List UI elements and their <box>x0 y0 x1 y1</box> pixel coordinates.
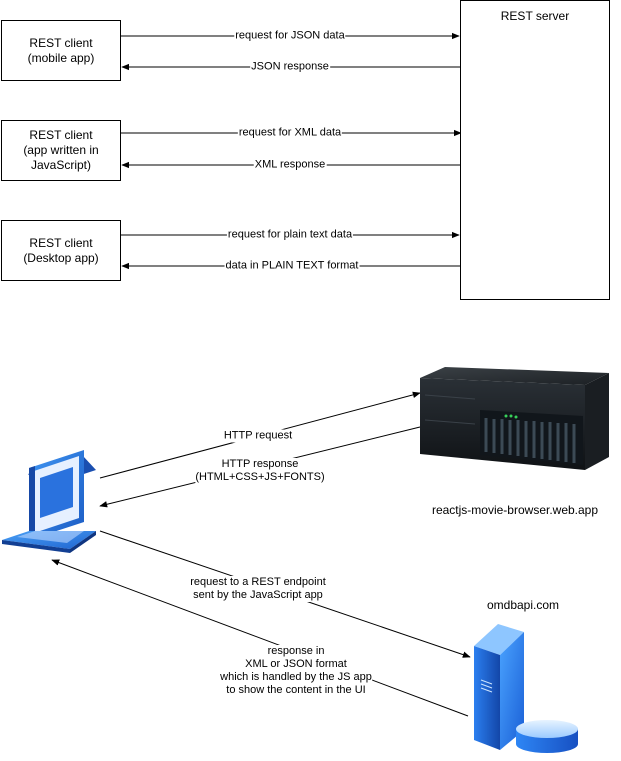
http-response-label: HTTP response (HTML+CSS+JS+FONTS) <box>195 458 325 484</box>
client-label-line: JavaScript) <box>30 158 92 172</box>
text-request-label: request for plain text data <box>226 228 354 242</box>
xml-response-label: XML response <box>253 158 327 172</box>
rest-request-label: request to a REST endpoint sent by the J… <box>190 576 326 602</box>
rest-response-arrow <box>51 559 469 717</box>
http-response-label-line: HTTP response <box>221 458 299 470</box>
client-label-line: (Desktop app) <box>23 250 99 265</box>
webapp-caption: reactjs-movie-browser.web.app <box>431 503 599 517</box>
rest-request-label-line: request to a REST endpoint <box>190 576 326 588</box>
rest-response-label-line: response in <box>267 645 325 657</box>
http-response-label-line: (HTML+CSS+JS+FONTS) <box>195 471 325 483</box>
rest-response-label-line: to show the content in the UI <box>226 684 366 696</box>
http-request-label: HTTP request <box>222 429 294 443</box>
json-request-label: request for JSON data <box>234 29 346 43</box>
api-caption: omdbapi.com <box>486 598 560 612</box>
rest-client-desktop-box: REST client (Desktop app) <box>1 220 121 281</box>
rest-server-title: REST server <box>500 9 570 23</box>
client-label-line: (mobile app) <box>27 50 95 65</box>
rack-server-icon <box>420 367 609 470</box>
client-label-line: REST client <box>29 35 93 50</box>
rest-request-label-line: sent by the JavaScript app <box>193 589 323 601</box>
client-label-line: (app written in <box>23 143 99 157</box>
client-label-line: REST client <box>29 128 93 142</box>
laptop-icon <box>2 450 96 553</box>
rest-server-box: REST server <box>460 0 610 300</box>
client-label-line: REST client <box>29 235 93 250</box>
rest-client-javascript-box: REST client (app written in JavaScript) <box>1 120 121 181</box>
rest-response-label-line: which is handled by the JS app <box>220 671 372 683</box>
json-response-label: JSON response <box>250 60 330 74</box>
rest-response-label-line: XML or JSON format <box>245 658 347 670</box>
text-response-label: data in PLAIN TEXT format <box>224 259 360 273</box>
database-server-icon <box>474 624 578 753</box>
rest-response-label: response in XML or JSON format which is … <box>220 645 372 697</box>
xml-request-label: request for XML data <box>237 126 343 140</box>
rest-client-mobile-box: REST client (mobile app) <box>1 20 121 81</box>
